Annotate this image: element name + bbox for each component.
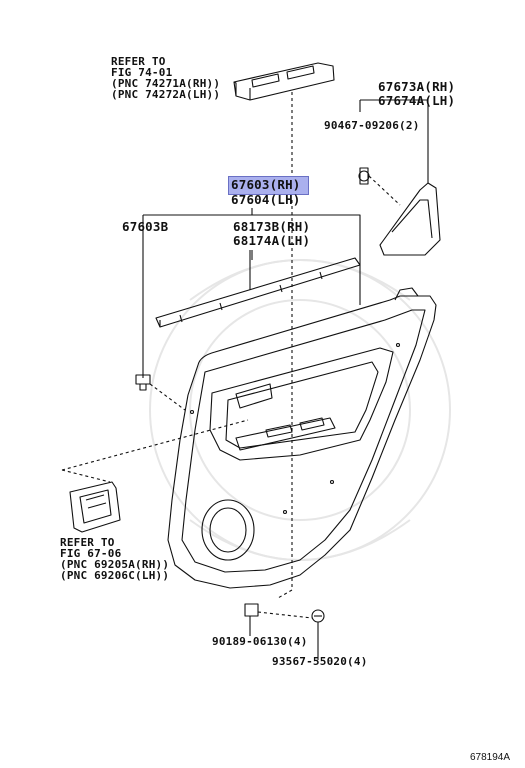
part-label-67673a: 67673A(RH) (378, 79, 456, 94)
clip-90189 (244, 603, 313, 636)
clip-90467 (358, 167, 401, 206)
weatherstrip (155, 250, 361, 328)
part-label-90467: 90467-09206(2) (324, 119, 420, 132)
part-label-67604-lh: 67604(LH) (231, 192, 301, 207)
part-label-90189: 90189-06130(4) (212, 635, 308, 648)
leader-left-switch (61, 419, 249, 471)
part-label-67603-rh[interactable]: 67603(RH) (231, 177, 301, 192)
watermark-logo (149, 259, 451, 561)
ref-top-line1[interactable]: REFER TO (111, 55, 166, 68)
switch-lower-left (69, 481, 121, 533)
screw-93567 (311, 609, 325, 660)
part-label-68174a: 68174A(LH) (233, 233, 311, 248)
ref-top-line4: (PNC 74272A(LH)) (111, 88, 221, 101)
trim-piece-right (359, 99, 441, 256)
ref-bottom-line1[interactable]: REFER TO (60, 536, 115, 549)
diagram-id: 678194A (470, 752, 511, 763)
part-label-67603b: 67603B (122, 219, 169, 234)
ref-bottom-line4: (PNC 69206C(LH)) (60, 569, 170, 582)
door-trim-panel (167, 287, 437, 589)
part-label-67674a: 67674A(LH) (378, 93, 456, 108)
highlight-67603 (228, 176, 309, 195)
ref-bottom-line3: (PNC 69205A(RH)) (60, 558, 170, 571)
bracket-main (143, 214, 361, 305)
part-label-93567: 93567-55020(4) (272, 655, 368, 668)
part-label-68173b: 68173B(RH) (233, 219, 311, 234)
ref-bottom-line2[interactable]: FIG 67-06 (60, 547, 122, 560)
clip-67603b (135, 374, 186, 411)
ref-top-line3: (PNC 74271A(RH)) (111, 77, 221, 90)
switch-base-top (233, 62, 335, 101)
ref-top-line2[interactable]: FIG 74-01 (111, 66, 173, 79)
